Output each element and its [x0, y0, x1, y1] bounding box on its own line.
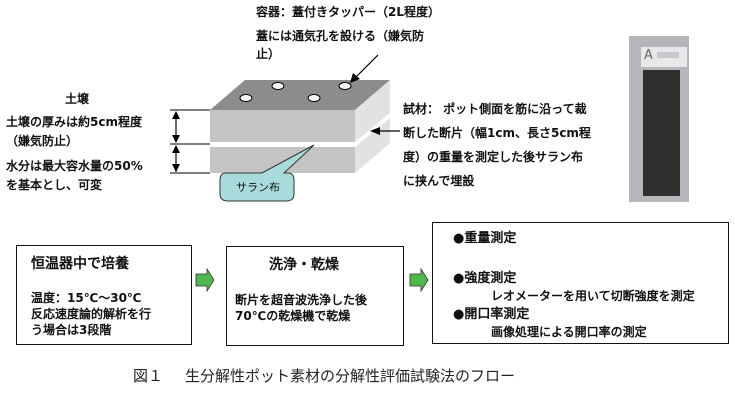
- step2-title: 洗浄・乾燥: [269, 257, 339, 273]
- step1-title: 恒温器中で培養: [31, 256, 129, 272]
- measure-porosity-detail: 画像処理による開口率の測定: [491, 325, 647, 339]
- arrow-head-icon: [370, 127, 380, 135]
- specimen-strip: [643, 70, 680, 196]
- flow-step-measurement: ●重量測定 ●強度測定 レオメーターを用いて切断強度を測定 ●開口率測定 画像処…: [432, 222, 729, 344]
- step1-line3: う場合は3段階: [31, 323, 112, 337]
- specimen-label-line4: に挟んで埋設: [403, 174, 475, 188]
- step1-line2: 反応速度論的解析を行: [31, 307, 152, 321]
- specimen-photo: A: [629, 36, 689, 202]
- step2-line2: 70℃の乾燥機で乾燥: [235, 309, 351, 323]
- saran-cloth-callout: [219, 144, 315, 202]
- lid-pointer-arrow: [354, 54, 379, 79]
- flow-step-incubation: 恒温器中で培養 温度：15℃～30℃ 反応速度論的解析を行 う場合は3段階: [16, 245, 192, 345]
- measure-strength: ●強度測定: [453, 271, 517, 286]
- container-side: [355, 80, 390, 173]
- arrow-down-icon: [172, 135, 180, 143]
- container-label-line2: 蓋には通気孔を設ける（嫌気防: [256, 29, 425, 43]
- container-label-line3: 止）: [256, 47, 281, 61]
- soil-moisture-note: を基本とし、可変: [6, 178, 103, 192]
- container-label-line1: 容器：蓋付きタッパー（2L程度）: [256, 5, 440, 19]
- step1-line1: 温度：15℃～30℃: [31, 291, 142, 305]
- specimen-label-line3: 度）の重量を測定した後サラン布: [403, 150, 584, 164]
- vent-hole: [271, 82, 285, 90]
- soil-title: 土壌: [65, 92, 90, 106]
- soil-thickness-note: （嫌気防止）: [6, 134, 79, 148]
- vent-hole: [338, 82, 352, 90]
- figure-title: 生分解性ポット素材の分解性評価試験法のフロー: [185, 367, 516, 385]
- flow-step-wash-dry: 洗浄・乾燥 断片を超音波洗浄した後 70℃の乾燥機で乾燥: [226, 246, 404, 346]
- measure-porosity: ●開口率測定: [453, 307, 530, 322]
- specimen-tag-letter: A: [644, 48, 653, 63]
- soil-upper-layer: [210, 110, 355, 142]
- measure-weight: ●重量測定: [453, 231, 517, 246]
- vent-hole: [239, 94, 253, 102]
- arrow-down-icon: [172, 164, 180, 172]
- soil-moisture-label: 水分は最大容水量の50%: [6, 159, 143, 173]
- specimen-tag: A: [641, 47, 687, 67]
- arrow-head-icon: [350, 73, 360, 83]
- arrow-up-icon: [172, 145, 180, 153]
- saran-cloth-label: サラン布: [236, 181, 280, 194]
- flow-arrow-icon: [409, 268, 429, 292]
- soil-thickness-label: 土壌の厚みは約5cm程度: [6, 115, 142, 129]
- container-diagram: [170, 54, 400, 202]
- arrow-up-icon: [172, 111, 180, 119]
- step2-line1: 断片を超音波洗浄した後: [235, 293, 368, 307]
- measure-strength-detail: レオメーターを用いて切断強度を測定: [491, 289, 695, 303]
- figure-caption: 図１ 生分解性ポット素材の分解性評価試験法のフロー: [133, 365, 515, 386]
- specimen-label-line2: 断した断片（幅1cm、長さ5cm程: [403, 126, 591, 140]
- figure-number: 図１: [133, 367, 164, 385]
- vent-hole: [307, 94, 321, 102]
- flow-arrow-icon: [195, 268, 215, 292]
- specimen-label-line1: 試材： ポット側面を筋に沿って裁: [403, 102, 587, 116]
